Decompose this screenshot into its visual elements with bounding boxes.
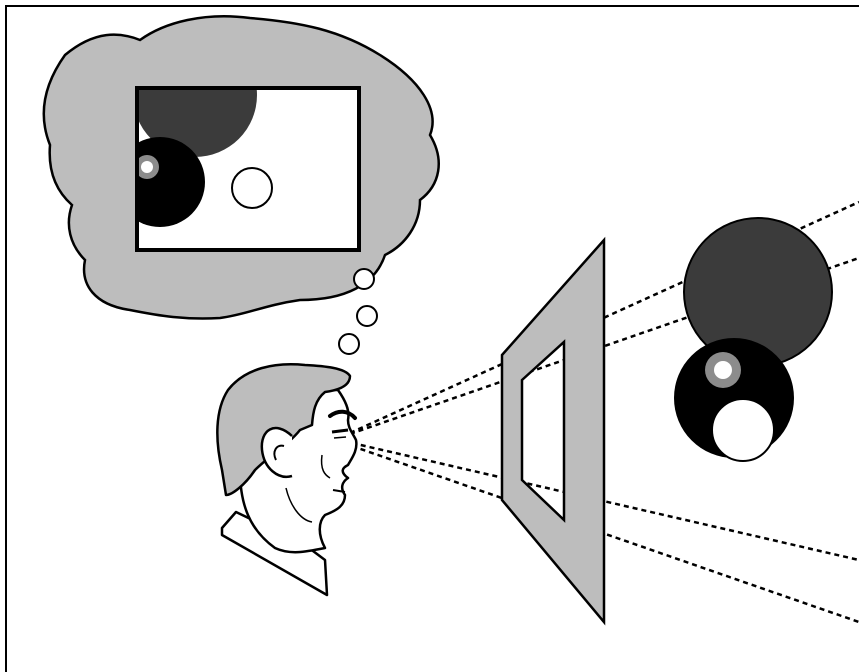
imagined-highlight — [141, 161, 153, 173]
eye-lower-lid — [334, 437, 346, 438]
thought-bubble-small — [339, 334, 359, 354]
sight-line-3 — [352, 443, 859, 560]
observed-spheres — [674, 218, 832, 461]
sight-line-4 — [352, 446, 859, 622]
real-white-sphere — [712, 399, 774, 461]
eye — [332, 430, 348, 432]
viewing-frame-border — [502, 240, 604, 622]
thought-bubble-medium — [357, 306, 377, 326]
viewing-frame — [502, 240, 604, 622]
imagined-white-circle — [232, 168, 272, 208]
viewer-head — [217, 364, 356, 595]
thought-bubble-large — [354, 269, 374, 289]
real-highlight — [714, 361, 732, 379]
